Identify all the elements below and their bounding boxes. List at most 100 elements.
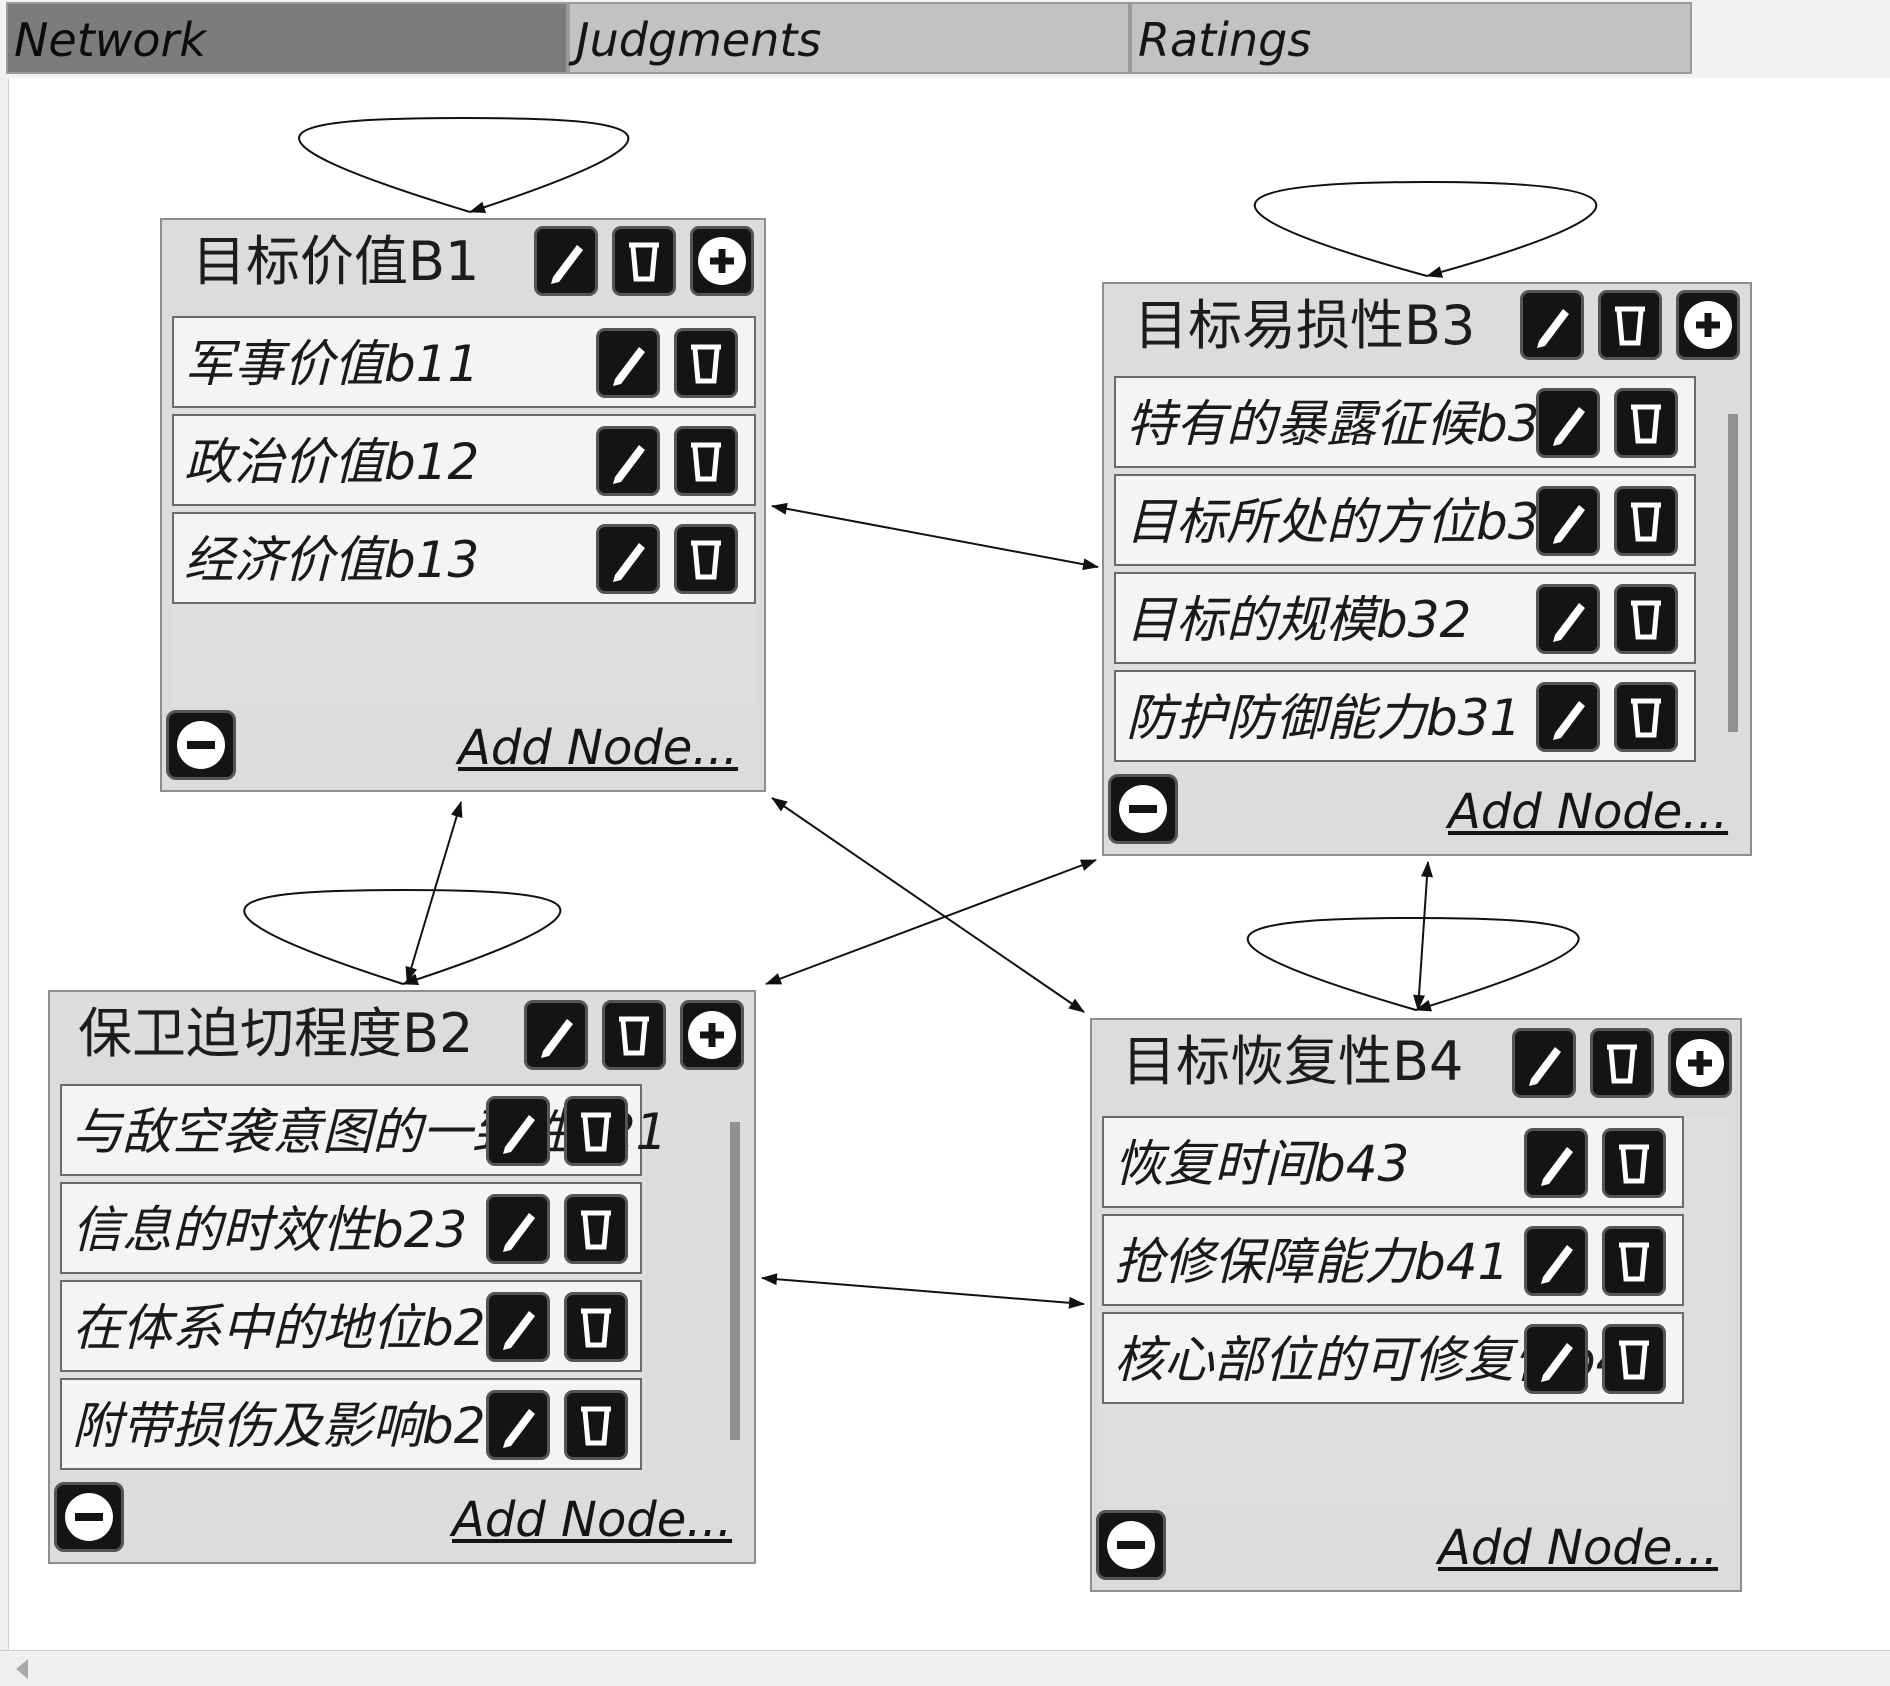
trash-icon bbox=[691, 344, 721, 384]
list-item[interactable]: 政治价值b12 bbox=[172, 414, 756, 506]
trash-icon bbox=[1619, 1144, 1649, 1184]
edit-cluster-button[interactable] bbox=[534, 226, 598, 296]
cluster-header: 目标价值B1 bbox=[162, 220, 764, 306]
list-item[interactable]: 附带损伤及影响b24 bbox=[60, 1378, 642, 1470]
list-item[interactable]: 在体系中的地位b22 bbox=[60, 1280, 642, 1372]
list-item[interactable]: 核心部位的可修复性b42 bbox=[1102, 1312, 1684, 1404]
list-item[interactable]: 经济价值b13 bbox=[172, 512, 756, 604]
delete-node-button[interactable] bbox=[1602, 1324, 1666, 1394]
edit-node-button[interactable] bbox=[486, 1096, 550, 1166]
add-node-link[interactable]: Add Node... bbox=[1438, 1520, 1719, 1576]
add-node-link[interactable]: Add Node... bbox=[452, 1492, 733, 1548]
remove-cluster-button[interactable] bbox=[1108, 774, 1178, 844]
trash-icon bbox=[1615, 306, 1645, 346]
tab-network[interactable]: Network bbox=[6, 2, 568, 74]
add-cluster-node-button[interactable] bbox=[1676, 290, 1740, 360]
remove-cluster-button[interactable] bbox=[54, 1482, 124, 1552]
list-item[interactable]: 抢修保障能力b41 bbox=[1102, 1214, 1684, 1306]
list-item[interactable]: 恢复时间b43 bbox=[1102, 1116, 1684, 1208]
list-item[interactable]: 军事价值b11 bbox=[172, 316, 756, 408]
delete-node-button[interactable] bbox=[674, 426, 738, 496]
trash-icon bbox=[691, 540, 721, 580]
edit-icon bbox=[1537, 309, 1569, 348]
list-item[interactable]: 与敌空袭意图的一致性b21 bbox=[60, 1084, 667, 1176]
edit-icon bbox=[551, 245, 583, 284]
cluster-title: 目标恢复性B4 bbox=[1122, 1030, 1464, 1093]
delete-node-button[interactable] bbox=[1614, 584, 1678, 654]
edit-node-button[interactable] bbox=[1536, 388, 1600, 458]
edit-icon bbox=[503, 1115, 535, 1154]
delete-node-button[interactable] bbox=[1614, 486, 1678, 556]
delete-node-button[interactable] bbox=[564, 1194, 628, 1264]
edit-node-button[interactable] bbox=[486, 1390, 550, 1460]
cluster-header: 目标易损性B3 bbox=[1104, 284, 1750, 370]
trash-icon bbox=[1619, 1340, 1649, 1380]
node-label: 防护防御能力b31 bbox=[1126, 689, 1522, 747]
tab-judgments[interactable]: Judgments bbox=[568, 2, 1130, 74]
remove-cluster-button[interactable] bbox=[166, 710, 236, 780]
edit-icon bbox=[1541, 1147, 1573, 1186]
edit-icon bbox=[1529, 1047, 1561, 1086]
self-loop-b2 bbox=[243, 888, 562, 986]
edit-node-button[interactable] bbox=[1524, 1128, 1588, 1198]
node-list-scrollbar[interactable] bbox=[1728, 414, 1738, 732]
delete-cluster-button[interactable] bbox=[602, 1000, 666, 1070]
edit-node-button[interactable] bbox=[596, 524, 660, 594]
delete-node-button[interactable] bbox=[1614, 388, 1678, 458]
cluster-b4[interactable]: 目标恢复性B4 恢复时间b43 抢修保障能力b41 核心部位的可修复性b42 bbox=[1090, 1018, 1742, 1592]
list-item[interactable]: 目标的规模b32 bbox=[1114, 572, 1696, 664]
delete-node-button[interactable] bbox=[674, 328, 738, 398]
list-item[interactable]: 特有的暴露征候b34 bbox=[1114, 376, 1696, 468]
edit-cluster-button[interactable] bbox=[1520, 290, 1584, 360]
delete-node-button[interactable] bbox=[1614, 682, 1678, 752]
edit-icon bbox=[1553, 505, 1585, 544]
edit-cluster-button[interactable] bbox=[1512, 1028, 1576, 1098]
delete-cluster-button[interactable] bbox=[1590, 1028, 1654, 1098]
list-item[interactable]: 防护防御能力b31 bbox=[1114, 670, 1696, 762]
delete-node-button[interactable] bbox=[564, 1292, 628, 1362]
minus-icon bbox=[1119, 785, 1167, 833]
delete-node-button[interactable] bbox=[674, 524, 738, 594]
link-b1-b3 bbox=[771, 502, 1099, 571]
edit-node-button[interactable] bbox=[596, 426, 660, 496]
tab-ratings[interactable]: Ratings bbox=[1130, 2, 1692, 74]
edit-node-button[interactable] bbox=[1536, 682, 1600, 752]
edit-icon bbox=[1553, 603, 1585, 642]
delete-node-button[interactable] bbox=[564, 1096, 628, 1166]
add-node-link[interactable]: Add Node... bbox=[458, 720, 739, 776]
node-label: 恢复时间b43 bbox=[1114, 1135, 1410, 1193]
add-node-link[interactable]: Add Node... bbox=[1448, 784, 1729, 840]
add-cluster-node-button[interactable] bbox=[690, 226, 754, 296]
delete-cluster-button[interactable] bbox=[1598, 290, 1662, 360]
add-cluster-node-button[interactable] bbox=[680, 1000, 744, 1070]
list-item[interactable]: 目标所处的方位b33 bbox=[1114, 474, 1696, 566]
delete-cluster-button[interactable] bbox=[612, 226, 676, 296]
delete-node-button[interactable] bbox=[1602, 1226, 1666, 1296]
cluster-b1[interactable]: 目标价值B1 军事价值b11 政治价值b12 经济价值b13 bbox=[160, 218, 766, 792]
cluster-b3[interactable]: 目标易损性B3 特有的暴露征候b34 目标所处的方位b33 目标的规模b32 防… bbox=[1102, 282, 1752, 856]
edit-node-button[interactable] bbox=[486, 1194, 550, 1264]
edit-node-button[interactable] bbox=[596, 328, 660, 398]
cluster-b2[interactable]: 保卫迫切程度B2 与敌空袭意图的一致性b21 信息的时效性b23 在体系中的地位… bbox=[48, 990, 756, 1564]
node-list: 与敌空袭意图的一致性b21 信息的时效性b23 在体系中的地位b22 附带损伤及… bbox=[60, 1084, 667, 1474]
remove-cluster-button[interactable] bbox=[1096, 1510, 1166, 1580]
edit-node-button[interactable] bbox=[1536, 584, 1600, 654]
add-cluster-node-button[interactable] bbox=[1668, 1028, 1732, 1098]
self-loop-b1 bbox=[298, 116, 630, 214]
trash-icon bbox=[1631, 404, 1661, 444]
tab-bar: Network Judgments Ratings bbox=[0, 0, 1890, 78]
edit-cluster-button[interactable] bbox=[524, 1000, 588, 1070]
node-label: 经济价值b13 bbox=[184, 531, 480, 589]
plus-icon bbox=[698, 237, 746, 285]
edit-node-button[interactable] bbox=[1524, 1226, 1588, 1296]
edit-node-button[interactable] bbox=[486, 1292, 550, 1362]
trash-icon bbox=[691, 442, 721, 482]
horizontal-scrollbar[interactable] bbox=[0, 1650, 1890, 1686]
edit-node-button[interactable] bbox=[1524, 1324, 1588, 1394]
scroll-left-icon[interactable] bbox=[16, 1659, 28, 1679]
edit-node-button[interactable] bbox=[1536, 486, 1600, 556]
node-list-scrollbar[interactable] bbox=[730, 1122, 740, 1440]
list-item[interactable]: 信息的时效性b23 bbox=[60, 1182, 642, 1274]
delete-node-button[interactable] bbox=[564, 1390, 628, 1460]
delete-node-button[interactable] bbox=[1602, 1128, 1666, 1198]
